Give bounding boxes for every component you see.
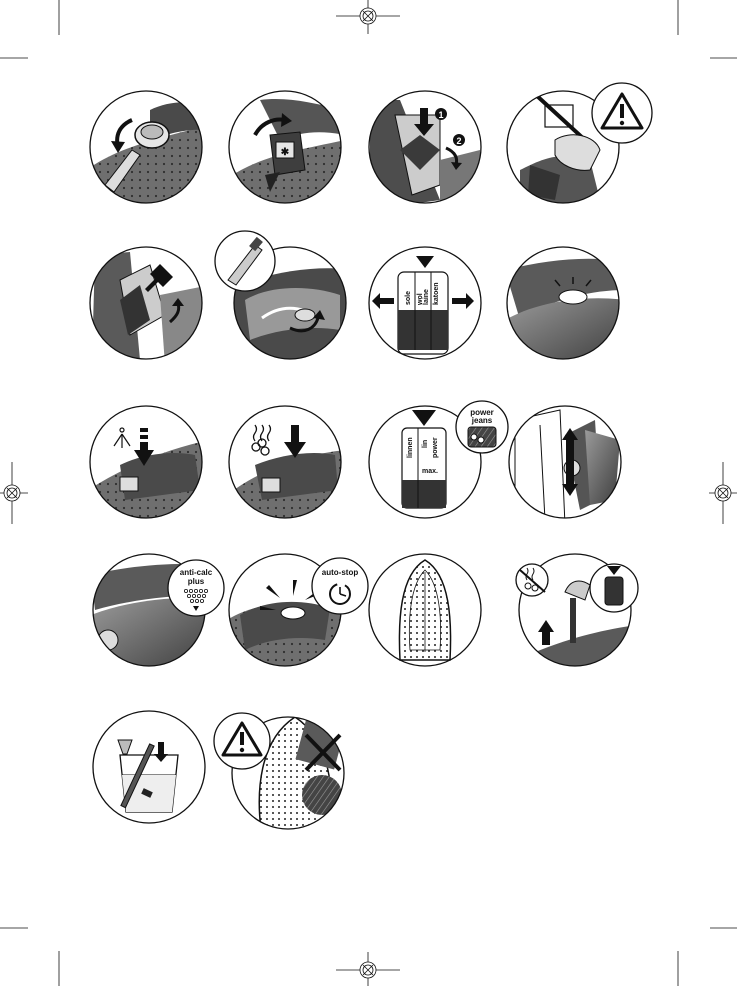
step-12-vertical-steaming [508, 405, 622, 519]
registration-mark-bottom [336, 952, 400, 986]
warning-icon [213, 712, 271, 770]
step-8-indicator-light [506, 246, 620, 360]
water-cup-inset [214, 230, 276, 292]
up-arrow-icon [538, 620, 554, 645]
step-6-fill-water-tank [214, 230, 347, 360]
dial-inset [589, 563, 639, 613]
warning-icon [591, 82, 653, 144]
badge-auto-stop: auto-stop [322, 568, 359, 577]
press-down-arrow-icon [134, 428, 154, 466]
fill-arrow-icon [289, 317, 320, 333]
arrow-left-icon [372, 293, 394, 309]
step-1-dial-rotate-left [89, 90, 203, 204]
funnel-shape [117, 739, 133, 755]
step-9-spray-button [89, 405, 203, 519]
step-number-2-badge [453, 134, 465, 146]
dial-word-power: power [432, 437, 439, 458]
step-16-self-clean [515, 553, 639, 667]
up-down-arrow-icon [562, 428, 578, 496]
dial-word-katoen: katoen [433, 282, 440, 305]
step-14-auto-stop: auto-stop [228, 553, 369, 667]
badge-jeans: jeans [471, 416, 493, 425]
dial-word-laine: laine [423, 289, 430, 305]
step-11-power-jeans-dial: linnen lin power max. power jeans [368, 400, 509, 519]
step-4-filling-warning [506, 82, 653, 204]
power-jeans-badge: power jeans [455, 400, 509, 454]
registration-mark-top [336, 0, 400, 34]
svg-text:✱: ✱ [281, 147, 290, 158]
registration-mark-left [0, 462, 28, 524]
step-5-press-release-button [89, 246, 203, 360]
step-17-valve-in-glass [92, 710, 206, 824]
badge-anti-calc: anti-calc [180, 568, 213, 577]
dial-word-sole: sole [405, 291, 412, 305]
badge-plus: plus [188, 577, 205, 586]
step-10-steam-shot-button [228, 405, 342, 519]
dial-marker-icon [416, 256, 434, 268]
spray-icon [113, 427, 131, 448]
step-3-press-button-sequence: 1 2 [368, 90, 482, 204]
registration-mark-right [709, 462, 737, 524]
dial-word-linnen: linnen [407, 437, 414, 458]
step-number-1-badge [435, 108, 447, 120]
step-number-1: 1 [438, 110, 443, 120]
steam-shot-icon [251, 424, 272, 456]
step-2-dial-rotate-right: ✱ [228, 90, 342, 204]
badge-power: power [470, 408, 494, 417]
step-15-soleplate [368, 553, 482, 667]
step-7-temperature-dial: sole wol laine katoen [368, 246, 482, 360]
press-down-arrow-icon [414, 108, 434, 136]
dial-marker-icon [412, 410, 436, 426]
no-abrasive-icon [304, 733, 342, 772]
step-18-soleplate-warning [213, 712, 345, 830]
light-rays-icon [554, 277, 592, 287]
dial-word-lin: lin [422, 440, 429, 448]
arrow-right-icon [452, 293, 474, 309]
down-arrow-icon [154, 742, 168, 762]
no-steam-icon [515, 563, 549, 597]
anti-calc-plus-badge: anti-calc plus [167, 559, 225, 617]
auto-stop-badge: auto-stop [311, 557, 369, 615]
press-arrow-icon [145, 264, 173, 292]
step-13-anti-calc-plus: anti-calc plus [92, 553, 225, 667]
dial-word-wol: wol [417, 293, 424, 306]
press-down-arrow-icon [284, 425, 306, 458]
dial-word-max: max. [422, 468, 438, 475]
step-number-2: 2 [456, 136, 461, 146]
